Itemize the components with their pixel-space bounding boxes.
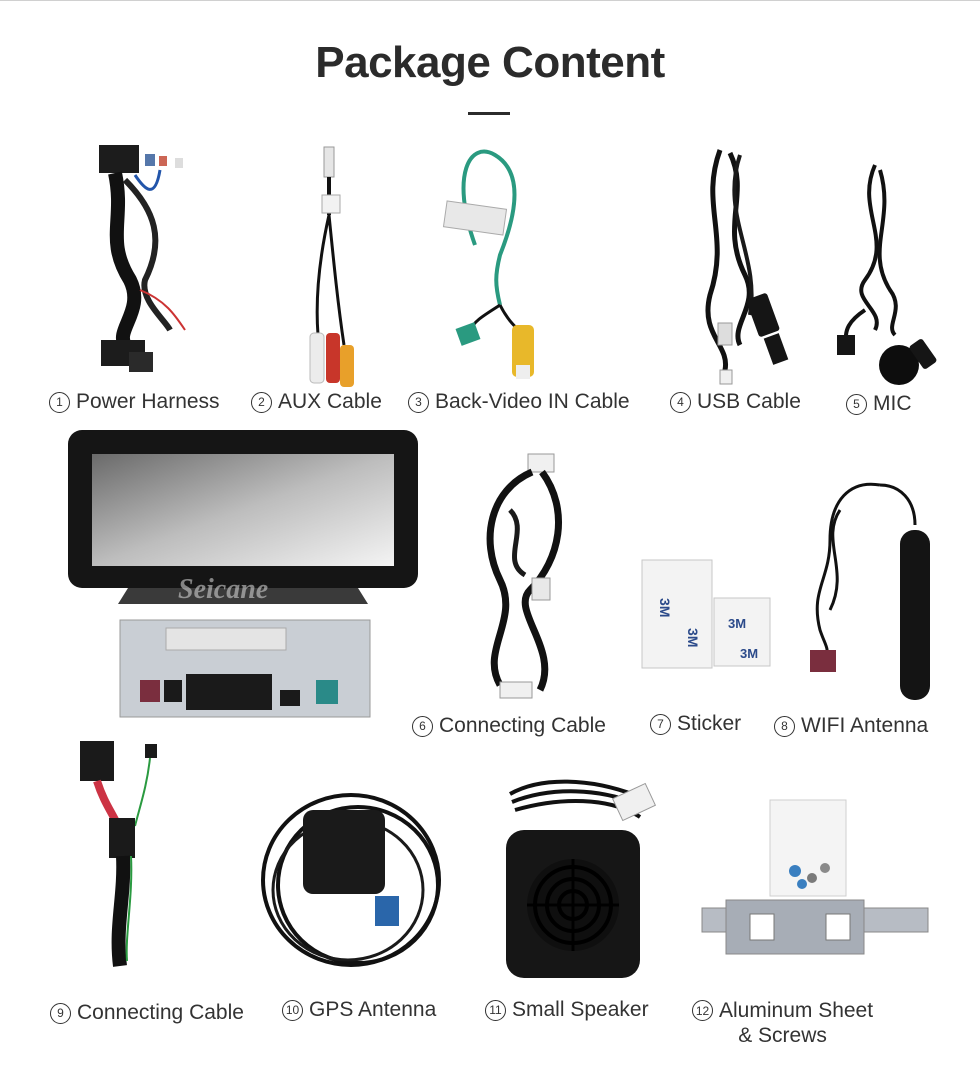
item-number: 11 [485,999,506,1021]
item-number: 12 [692,1000,713,1021]
item-number: 8 [774,715,795,737]
title-underline [468,112,510,115]
sticker-brand: 3M [740,646,758,661]
item-number: 9 [50,1002,71,1024]
item-number: 10 [282,999,303,1021]
sticker-brand: 3M [728,616,746,631]
page-title: Package Content [315,38,665,87]
brand-watermark: Seicane [178,574,268,605]
top-divider [0,0,980,1]
sticker-brand: 3M [657,598,673,617]
item-number: 6 [412,715,433,737]
item-number: 3 [408,391,429,413]
item-number: 1 [49,391,70,413]
item-number: 5 [846,393,867,415]
item-number: 2 [251,391,272,413]
item-number: 4 [670,391,691,413]
item-number: 7 [650,713,671,735]
sticker-brand: 3M [685,628,701,647]
